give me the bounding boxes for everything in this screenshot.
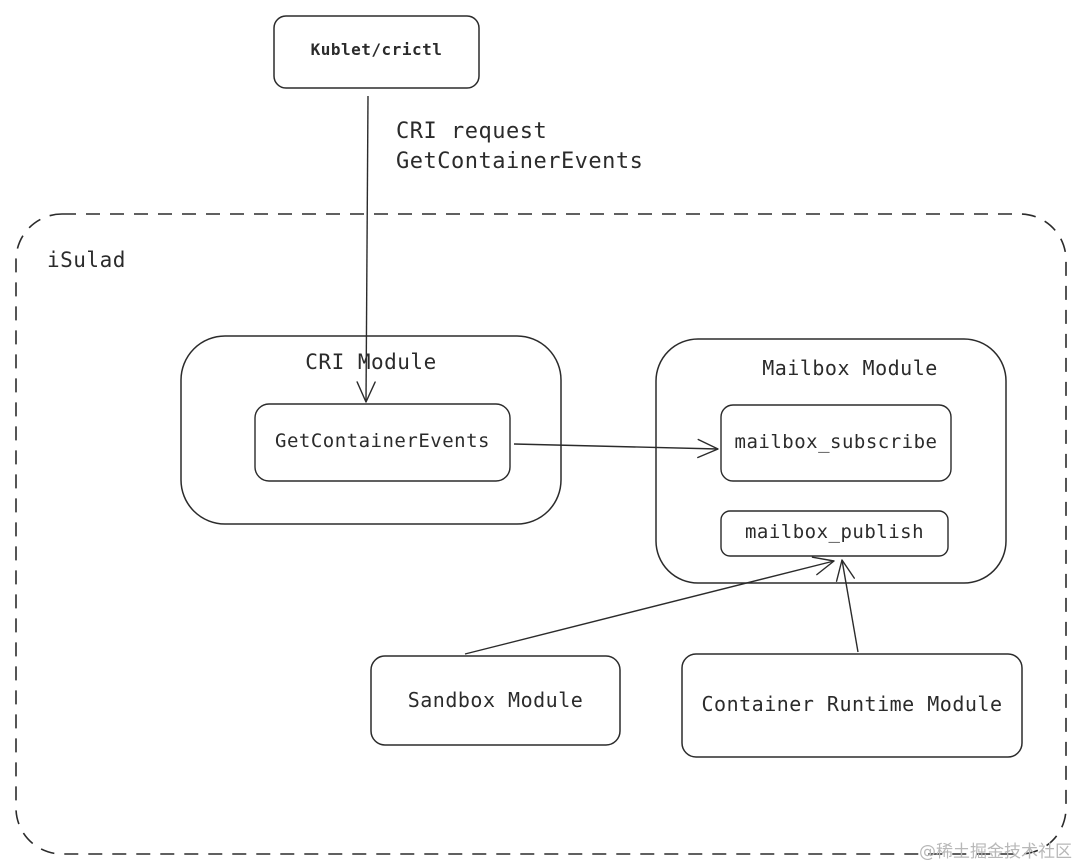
cri-request-label: CRI request <box>396 119 548 144</box>
sandbox-module-box <box>370 655 621 746</box>
isulad-label: iSulad <box>47 248 126 272</box>
runtime-publish-arrow <box>835 559 859 653</box>
mailbox-subscribe-label: mailbox_subscribe <box>734 431 938 453</box>
get-container-events-label: GetContainerEvents <box>275 430 490 452</box>
get-container-events-request-label: GetContainerEvents <box>396 149 644 174</box>
get-container-events-box <box>254 403 511 482</box>
container-runtime-module-label: Container Runtime Module <box>701 692 1003 716</box>
sandbox-module-label: Sandbox Module <box>407 688 584 712</box>
mailbox-module-box <box>655 338 1007 584</box>
cri-module-title: CRI Module <box>305 350 437 374</box>
cri-request-arrow <box>356 95 376 403</box>
subscribe-arrow <box>513 438 719 459</box>
mailbox-publish-box <box>720 510 949 557</box>
kublet-crictl-label: Kublet/crictl <box>310 40 443 59</box>
mailbox-module-title: Mailbox Module <box>762 356 938 380</box>
isulad-boundary <box>15 213 1067 855</box>
mailbox-publish-label: mailbox_publish <box>744 521 925 543</box>
mailbox-subscribe-box <box>720 404 952 482</box>
cri-module-box <box>180 335 562 525</box>
watermark-text: @稀土掘金技术社区 <box>919 842 1072 862</box>
container-runtime-module-box <box>681 653 1023 758</box>
sandbox-publish-arrow <box>464 556 835 655</box>
kublet-crictl-box <box>273 15 480 89</box>
